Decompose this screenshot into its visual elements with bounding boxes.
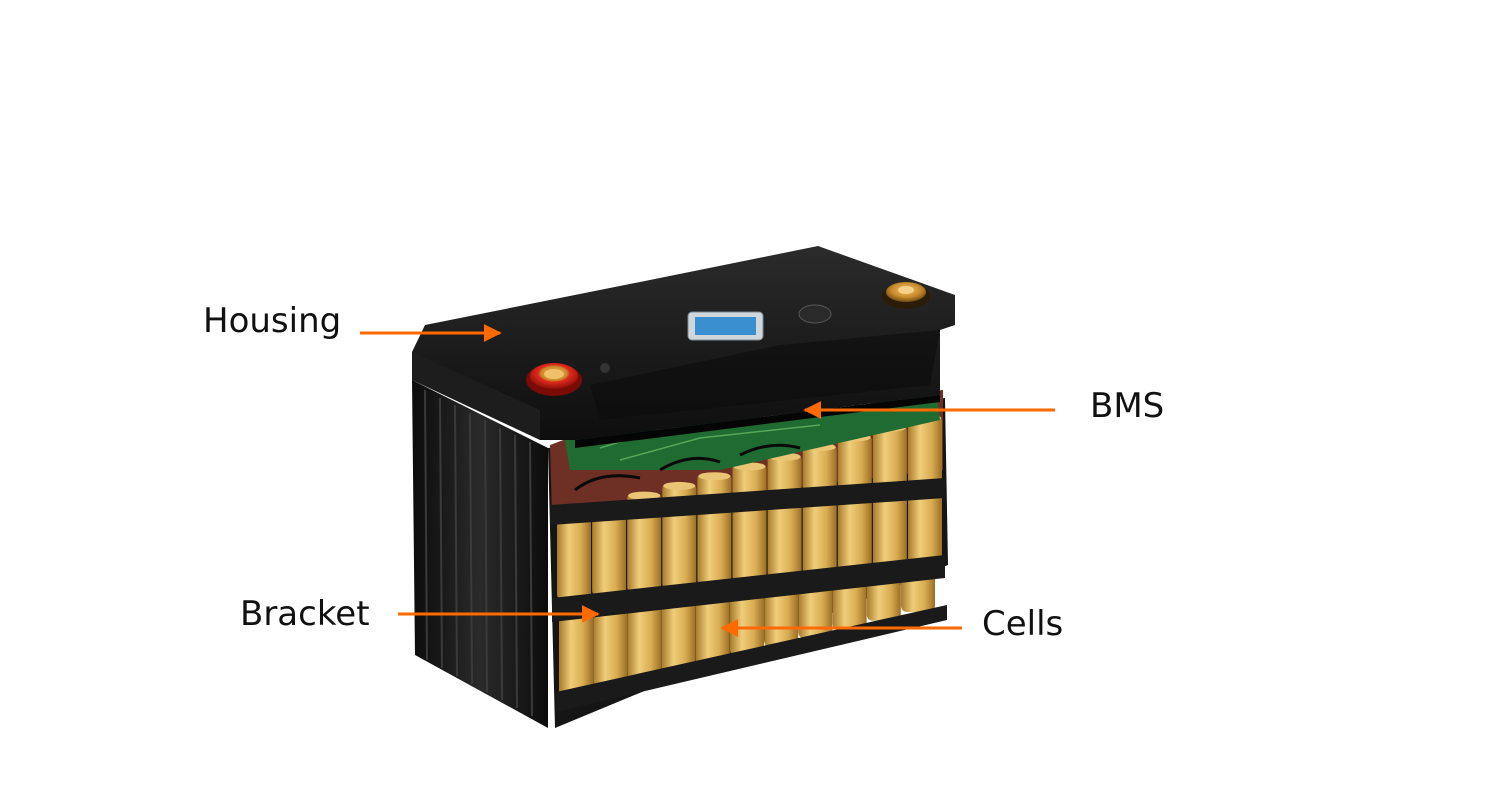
housing-label: Housing [203, 301, 342, 341]
bracket-middle [552, 555, 945, 622]
cells-label: Cells [982, 604, 1064, 644]
cell [767, 452, 802, 579]
cell [732, 462, 767, 583]
cell [557, 511, 591, 600]
bracket-label: Bracket [240, 594, 370, 634]
bms-label: BMS [1090, 386, 1165, 426]
wires [574, 443, 801, 492]
cell [697, 472, 732, 586]
positive-terminal-icon [526, 363, 582, 396]
negative-terminal-icon [882, 282, 930, 309]
bracket-bottom [556, 605, 947, 712]
knob-icon [798, 304, 832, 324]
housing-lid [412, 246, 955, 448]
housing-side [412, 380, 548, 728]
bracket-top [550, 478, 945, 525]
cell [802, 443, 837, 576]
